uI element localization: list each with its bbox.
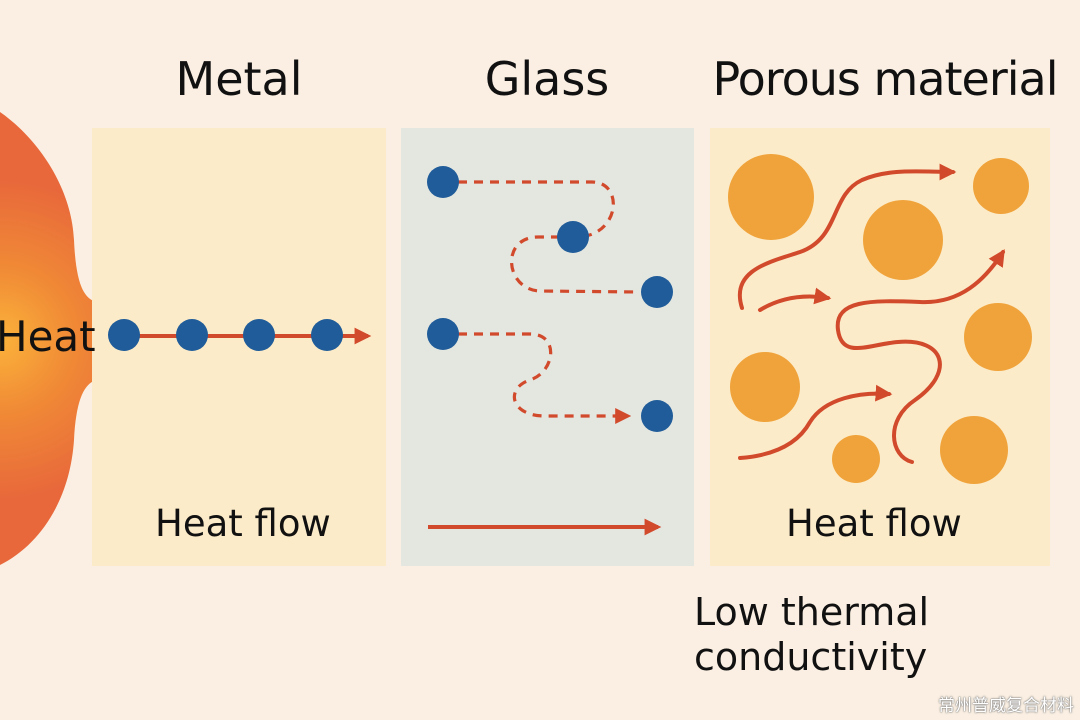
pore: [964, 303, 1032, 371]
glass-particle: [427, 318, 459, 350]
glass-particle: [427, 166, 459, 198]
glass-dashed-path: [458, 332, 632, 424]
glass-particles: [427, 166, 673, 432]
pore: [973, 158, 1029, 214]
metal-particle: [243, 319, 275, 351]
porous-winding-arrow: [835, 249, 1005, 464]
porous-winding-arrow: [758, 287, 832, 312]
heat-source-label: Heat: [0, 312, 96, 361]
note-line: Low thermal: [694, 590, 930, 634]
low-thermal-conductivity-note: Low thermal conductivity: [694, 590, 929, 680]
porous-pores: [728, 154, 1032, 484]
glass-title: Glass: [484, 52, 610, 106]
porous-heat-paths: [737, 163, 1005, 464]
pore: [940, 416, 1008, 484]
metal-heat-flow-label: Heat flow: [155, 502, 331, 545]
porous-winding-arrow: [737, 163, 957, 310]
pore: [832, 435, 880, 483]
metal-particle: [108, 319, 140, 351]
heat-source-shape: [0, 112, 96, 565]
watermark: 常州普威复合材料: [938, 696, 1074, 716]
glass-particle-paths: [458, 180, 641, 424]
glass-particle: [557, 221, 589, 253]
pore: [730, 352, 800, 422]
glass-particle: [641, 400, 673, 432]
note-line: conductivity: [694, 635, 928, 679]
porous-winding-arrow: [738, 384, 893, 460]
glass-dashed-path: [458, 180, 641, 294]
metal-particle-chain: [108, 319, 372, 351]
porous-material-title: Porous material: [712, 52, 1058, 106]
pore: [863, 200, 943, 280]
metal-particle: [176, 319, 208, 351]
pore: [728, 154, 814, 240]
metal-particle: [311, 319, 343, 351]
glass-particle: [641, 276, 673, 308]
porous-heat-flow-label: Heat flow: [786, 502, 962, 545]
metal-title: Metal: [175, 52, 303, 106]
